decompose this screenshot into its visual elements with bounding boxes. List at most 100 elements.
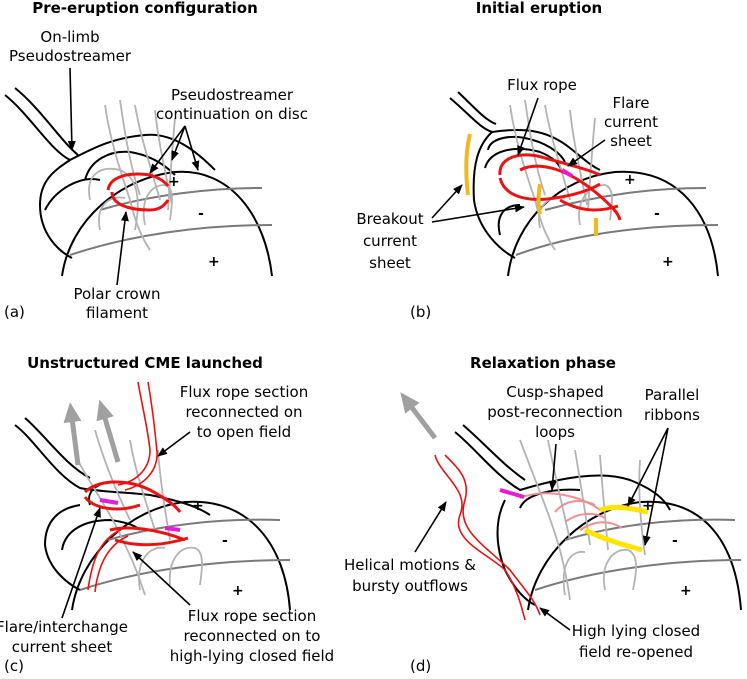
closed-field-label: reconnected on to bbox=[184, 627, 321, 645]
polarity-minus: - bbox=[654, 206, 660, 222]
field-line bbox=[547, 439, 571, 541]
separatrix bbox=[4, 94, 216, 171]
panel-c-title: Unstructured CME launched bbox=[27, 354, 263, 372]
field-line bbox=[138, 546, 166, 591]
cusp-loops-label: Cusp-shaped bbox=[506, 383, 604, 401]
ribbons-label: Parallel bbox=[645, 386, 700, 404]
flux-rope bbox=[519, 164, 622, 221]
annotation-arrow bbox=[642, 427, 669, 546]
on-limb-label: On-limb bbox=[40, 28, 99, 46]
panel-a-tag: (a) bbox=[4, 303, 25, 321]
closed-rope-section bbox=[87, 529, 121, 591]
separatrix bbox=[14, 87, 79, 156]
field-line bbox=[602, 549, 638, 591]
outflow-arrow bbox=[63, 402, 82, 466]
field-line bbox=[134, 104, 161, 201]
separatrix bbox=[496, 499, 536, 606]
field-line bbox=[168, 546, 203, 586]
panel-d: Relaxation phase (d) + - + Cusp bbox=[344, 354, 742, 675]
cusp-loops-label: post-reconnection bbox=[487, 403, 623, 421]
polarity-plus: + bbox=[624, 172, 636, 188]
separatrix bbox=[457, 91, 497, 125]
open-field-label: reconnected on bbox=[185, 403, 302, 421]
annotation-arrow bbox=[627, 427, 669, 507]
open-rope-section bbox=[117, 381, 151, 486]
flare-sheet-label: current bbox=[604, 113, 658, 131]
interchange-current-sheet bbox=[99, 498, 119, 505]
flux-rope bbox=[498, 153, 601, 177]
separatrix bbox=[472, 131, 516, 259]
latitude-line bbox=[544, 187, 707, 211]
polarity-plus: + bbox=[232, 583, 244, 599]
polarity-plus: + bbox=[680, 583, 692, 599]
polarity-plus: + bbox=[192, 498, 204, 514]
panel-b: Initial eruption (b) + - + Flux rope bbox=[356, 0, 719, 321]
cusp-loop bbox=[554, 499, 596, 513]
separatrix bbox=[449, 97, 601, 171]
latitude-line bbox=[99, 187, 263, 211]
open-field-label: Flux rope section bbox=[180, 383, 309, 401]
annotation-arrow bbox=[539, 607, 571, 631]
polarity-plus: + bbox=[662, 254, 674, 270]
helical-outflow bbox=[434, 454, 526, 621]
breakout-label: Breakout bbox=[356, 210, 423, 228]
cusp-loop bbox=[579, 521, 623, 531]
flux-rope bbox=[498, 177, 601, 201]
open-field-label: to open field bbox=[197, 423, 291, 441]
annotation-arrow bbox=[548, 443, 557, 491]
annotation-arrow bbox=[431, 204, 525, 223]
polarity-plus: + bbox=[168, 174, 180, 190]
annotation-arrow bbox=[157, 431, 191, 457]
annotation-arrow bbox=[517, 97, 539, 156]
flux-rope bbox=[114, 536, 189, 547]
field-line bbox=[98, 196, 126, 231]
latitude-line bbox=[515, 224, 719, 256]
latitude-line bbox=[564, 518, 736, 541]
panel-c-tag: (c) bbox=[4, 657, 24, 675]
field-line bbox=[142, 184, 173, 226]
flux-rope bbox=[559, 198, 619, 212]
closed-field-label: Flux rope section bbox=[188, 607, 317, 625]
outflow-arrow bbox=[96, 399, 121, 463]
polarity-plus: + bbox=[642, 498, 654, 514]
field-line bbox=[524, 99, 546, 196]
panel-c: Unstructured CME launched (c) + - + bbox=[0, 354, 334, 675]
polar-crown-label: filament bbox=[86, 304, 148, 322]
flux-rope-label: Flux rope bbox=[507, 76, 577, 94]
field-line bbox=[509, 104, 556, 251]
flux-rope bbox=[83, 480, 182, 513]
panel-b-tag: (b) bbox=[410, 303, 431, 321]
open-rope-section bbox=[124, 381, 158, 491]
polar-crown-filament bbox=[106, 172, 170, 191]
flux-rope bbox=[109, 526, 186, 542]
continuation-label: continuation on disc bbox=[156, 105, 308, 123]
field-line bbox=[104, 104, 151, 251]
annotation-arrow bbox=[431, 184, 463, 219]
panel-a: Pre-eruption configuration (a) + - + On-… bbox=[4, 0, 308, 322]
helical-label: bursty outflows bbox=[352, 577, 468, 595]
breakout-current-sheet bbox=[536, 183, 542, 215]
field-line bbox=[94, 429, 131, 521]
latitude-line bbox=[69, 224, 273, 256]
annotation-arrow bbox=[61, 507, 101, 619]
separatrix bbox=[61, 518, 141, 551]
cusp-loop bbox=[564, 512, 606, 523]
annotation-arrow bbox=[67, 67, 76, 151]
closed-rope-section bbox=[94, 535, 129, 593]
helical-label: Helical motions & bbox=[344, 556, 476, 574]
panel-a-title: Pre-eruption configuration bbox=[32, 0, 258, 17]
polarity-minus: - bbox=[222, 533, 228, 549]
annotation-arrow bbox=[116, 211, 129, 286]
panel-d-tag: (d) bbox=[410, 657, 431, 675]
flare-sheet-label: sheet bbox=[610, 132, 652, 150]
breakout-label: current bbox=[363, 232, 417, 250]
reopened-label: High lying closed bbox=[572, 622, 700, 640]
latitude-line bbox=[534, 559, 742, 591]
breakout-current-sheet bbox=[464, 133, 472, 196]
annotation-arrow bbox=[184, 125, 200, 171]
breakout-label: sheet bbox=[369, 254, 411, 272]
interchange-label: Flare/interchange bbox=[0, 618, 128, 636]
polarity-minus: - bbox=[672, 533, 678, 549]
continuation-label: Pseudostreamer bbox=[171, 86, 294, 104]
